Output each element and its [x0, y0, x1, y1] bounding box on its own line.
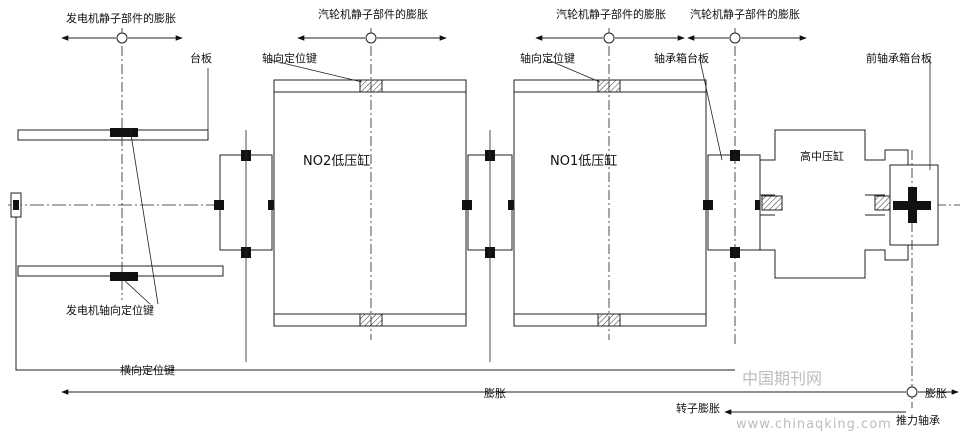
transverse-key-line — [15, 217, 735, 371]
thrust-dead-point — [906, 386, 918, 398]
generator-end-key — [13, 200, 19, 210]
no1-dead-point — [603, 32, 615, 44]
label-rotor-expansion: 转子膨胀 — [676, 401, 720, 415]
label-turbine-expansion-3: 汽轮机静子部件的膨胀 — [690, 7, 800, 21]
leader-gen-key-1 — [129, 127, 159, 305]
no1-lp-cylinder — [513, 79, 707, 327]
label-hip: 高中压缸 — [800, 149, 844, 163]
gen-axial-key-upper — [110, 128, 138, 137]
label-no1-lp: NO1低压缸 — [550, 153, 617, 169]
hip-cylinder — [759, 129, 909, 279]
label-platform: 台板 — [190, 51, 212, 65]
bearing-box-no1-hip — [707, 154, 761, 251]
key-box2-right — [508, 200, 518, 210]
label-expansion-right: 膨胀 — [925, 386, 947, 400]
label-thrust-bearing: 推力轴承 — [896, 413, 940, 427]
label-front-bearing-box-plate: 前轴承箱台板 — [866, 51, 932, 65]
watermark-url: www.chinaqking.com — [736, 417, 892, 432]
leader-gen-key-2 — [123, 279, 151, 305]
label-axial-key-2: 轴向定位键 — [520, 51, 575, 65]
key-box3-left — [703, 200, 713, 210]
label-turbine-expansion-2: 汽轮机静子部件的膨胀 — [556, 7, 666, 21]
key-box1-left — [214, 200, 224, 210]
hip-key-left — [761, 195, 783, 211]
thrust-bearing-key-v — [908, 187, 917, 223]
label-turbine-expansion-1: 汽轮机静子部件的膨胀 — [318, 7, 428, 21]
key-box2-left — [462, 200, 472, 210]
leader-axial-key-2 — [547, 59, 601, 83]
label-axial-key-1: 轴向定位键 — [262, 51, 317, 65]
leader-bearing-box-plate — [699, 59, 723, 161]
key-box1-right — [268, 200, 278, 210]
label-expansion: 膨胀 — [484, 386, 506, 400]
label-gen-axial-key: 发电机轴向定位键 — [66, 303, 154, 317]
leader-axial-key-1 — [269, 59, 363, 83]
no2-lp-cylinder — [273, 79, 467, 327]
label-gen-stator-expansion: 发电机静子部件的膨胀 — [66, 11, 176, 25]
generator-dead-point — [116, 32, 128, 44]
gen-axial-key-lower — [110, 272, 138, 281]
no2-dead-point — [365, 32, 377, 44]
hip-inner-steps — [760, 194, 885, 216]
box3-dead-point — [729, 32, 741, 44]
label-bearing-box-plate: 轴承箱台板 — [654, 51, 709, 65]
watermark-cn: 中国期刊网 — [742, 369, 822, 388]
label-no2-lp: NO2低压缸 — [303, 153, 370, 169]
label-transverse-key: 横向定位键 — [120, 363, 175, 377]
